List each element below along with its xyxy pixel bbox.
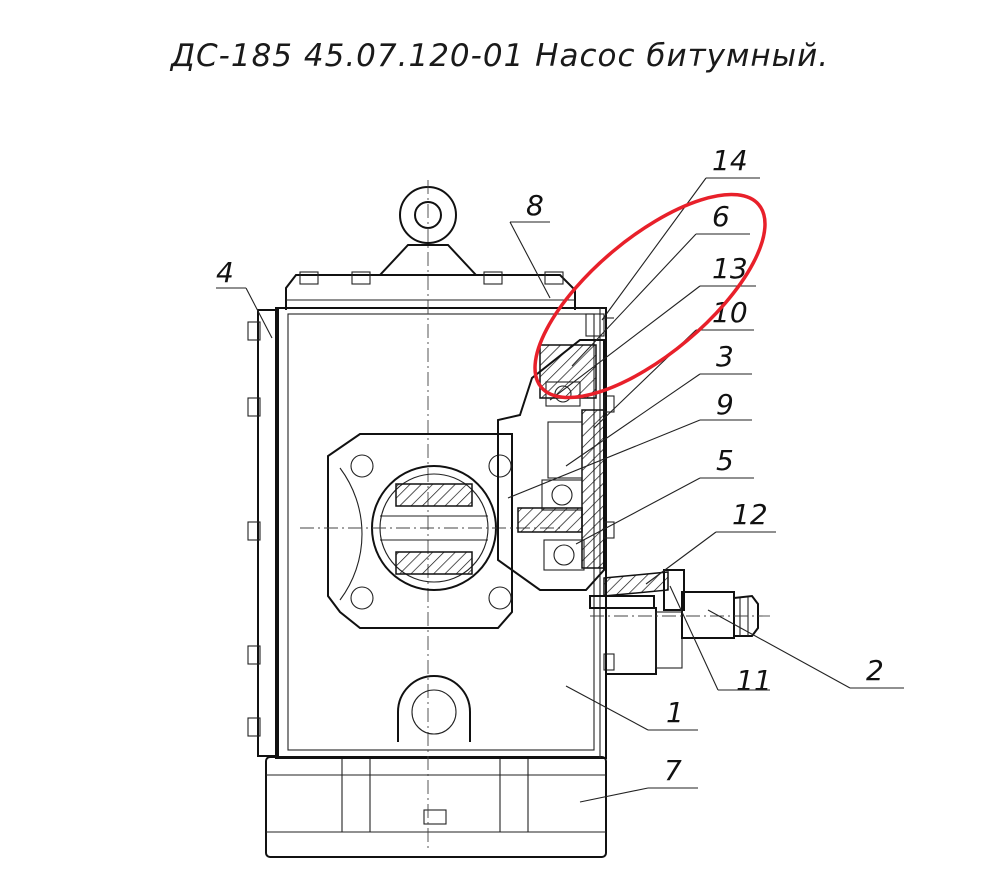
callout-1: 1 xyxy=(666,696,684,729)
highlight-ellipse xyxy=(533,192,767,400)
callout-2: 2 xyxy=(866,654,884,687)
callout-6: 6 xyxy=(712,200,730,233)
pump-base xyxy=(265,756,607,858)
bottom-port xyxy=(397,675,471,742)
side-flange xyxy=(247,309,279,757)
drawing-title: ДС-185 45.07.120-01 Насос битумный. xyxy=(170,38,830,74)
callout-14: 14 xyxy=(712,144,748,177)
top-cover xyxy=(285,180,576,850)
callout-8: 8 xyxy=(526,189,544,222)
callout-leaders: 4 8 14 6 13 10 3 9 5 12 xyxy=(216,144,904,803)
inlet-flange xyxy=(300,433,560,629)
callout-3: 3 xyxy=(716,340,734,373)
callout-9: 9 xyxy=(716,388,734,421)
callout-5: 5 xyxy=(716,444,734,477)
callout-7: 7 xyxy=(664,754,682,787)
callout-12: 12 xyxy=(732,498,768,531)
callout-11: 11 xyxy=(736,664,772,697)
drive-shaft xyxy=(589,569,770,675)
callout-4: 4 xyxy=(216,256,234,289)
bearing-section xyxy=(497,313,615,671)
